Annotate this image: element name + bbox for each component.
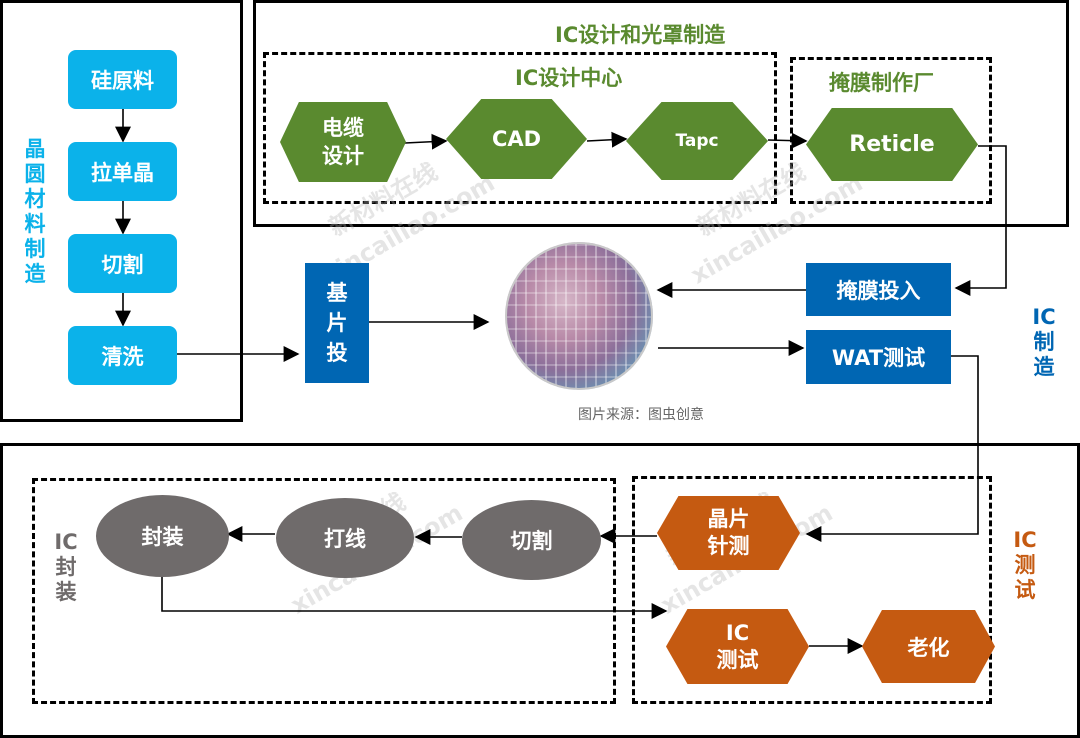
ic-packaging-frame: [32, 478, 616, 704]
ic-design-center-frame: [263, 52, 777, 204]
package-node: 封装: [96, 495, 229, 577]
wafer-probe-node: 晶片 针测: [657, 496, 800, 570]
wat-test-box: WAT测试: [806, 330, 951, 384]
tapc-node: Tapc: [626, 102, 768, 180]
ic-design-title: IC设计和光罩制造: [555, 23, 726, 47]
dicing-node: 切割: [462, 500, 601, 580]
step-clean: 清洗: [68, 326, 177, 385]
step-silicon-raw: 硅原料: [68, 50, 177, 109]
ic-testing-frame: [632, 476, 992, 704]
ic-manufacturing-label: IC 制造: [1032, 305, 1056, 379]
mask-factory-frame: [790, 57, 992, 204]
ic-lower-frame: [0, 443, 1080, 738]
ic-packaging-label: IC 封装: [54, 530, 78, 604]
step-wafer-cut: 切割: [68, 234, 177, 293]
ic-design-frame: [253, 0, 1069, 227]
substrate-input-box: 基片投: [305, 263, 369, 383]
wafer-material-label: 晶圆材料制造: [24, 137, 46, 286]
image-caption: 图片来源：图虫创意: [578, 407, 704, 423]
ic-testing-label: IC 测试: [1013, 528, 1037, 602]
reticle-node: Reticle: [806, 108, 978, 181]
mask-input-box: 掩膜投入: [806, 263, 951, 316]
burn-in-node: 老化: [862, 610, 995, 683]
cable-design-node: 电缆 设计: [280, 102, 406, 182]
wafer-image: [505, 242, 653, 390]
ic-test-node: IC 测试: [666, 609, 809, 684]
wire-bond-node: 打线: [276, 498, 414, 578]
step-crystal-pull: 拉单晶: [68, 142, 177, 201]
wafer-material-frame: [0, 0, 243, 422]
ic-design-center-title: IC设计中心: [515, 66, 623, 90]
mask-factory-title: 掩膜制作厂: [829, 71, 934, 95]
